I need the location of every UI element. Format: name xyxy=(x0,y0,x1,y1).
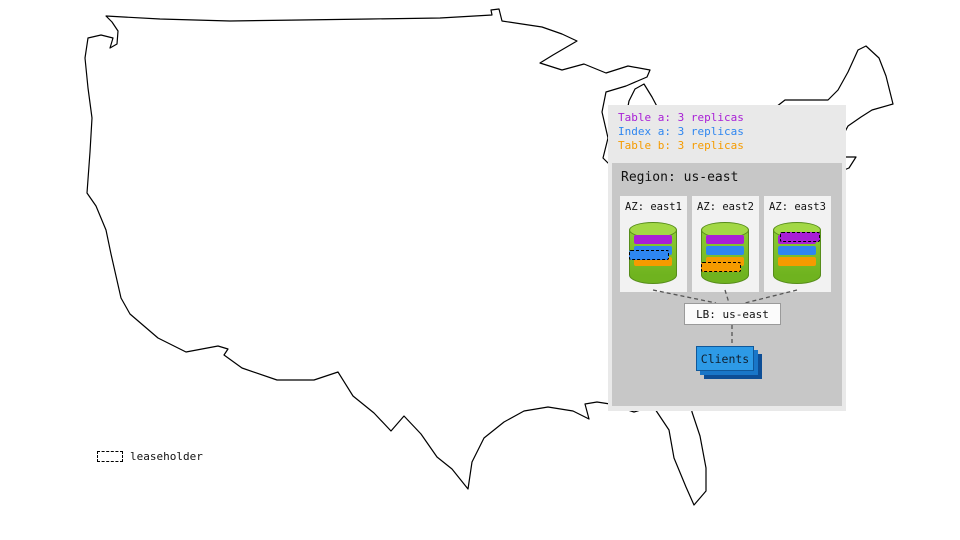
replica-bar-table-a xyxy=(706,235,744,244)
leaseholder-replica-table-a xyxy=(780,232,820,242)
replica-bar-table-b xyxy=(634,257,672,266)
legend-table-b: Table b: 3 replicas xyxy=(618,139,744,152)
replica-bar-table-a xyxy=(634,235,672,244)
replica-bar-index-a xyxy=(778,246,816,255)
region-title: Region: us-east xyxy=(621,170,739,185)
db-cylinder-east3 xyxy=(773,222,821,286)
az-label-east3: AZ: east3 xyxy=(769,201,826,213)
az-box-east2: AZ: east2 xyxy=(692,196,759,292)
az-label-east2: AZ: east2 xyxy=(697,201,754,213)
load-balancer-box: LB: us-east xyxy=(684,303,781,325)
az-label-east1: AZ: east1 xyxy=(625,201,682,213)
leaseholder-replica-index-a xyxy=(629,250,669,260)
leaseholder-legend-label: leaseholder xyxy=(130,450,203,463)
leaseholder-legend-icon xyxy=(97,451,123,462)
az-box-east1: AZ: east1 xyxy=(620,196,687,292)
db-cylinder-east1 xyxy=(629,222,677,286)
replica-bar-table-b xyxy=(706,257,744,266)
legend-table-a: Table a: 3 replicas xyxy=(618,111,744,124)
replica-bar-table-b xyxy=(778,257,816,266)
replica-bar-index-a xyxy=(706,246,744,255)
lb-label: LB: us-east xyxy=(696,307,769,321)
legend-index-a: Index a: 3 replicas xyxy=(618,125,744,138)
db-cylinder-east2 xyxy=(701,222,749,286)
clients-box: Clients xyxy=(696,346,754,371)
az-box-east3: AZ: east3 xyxy=(764,196,831,292)
leaseholder-replica-table-b xyxy=(701,262,741,272)
clients-label: Clients xyxy=(700,351,750,366)
